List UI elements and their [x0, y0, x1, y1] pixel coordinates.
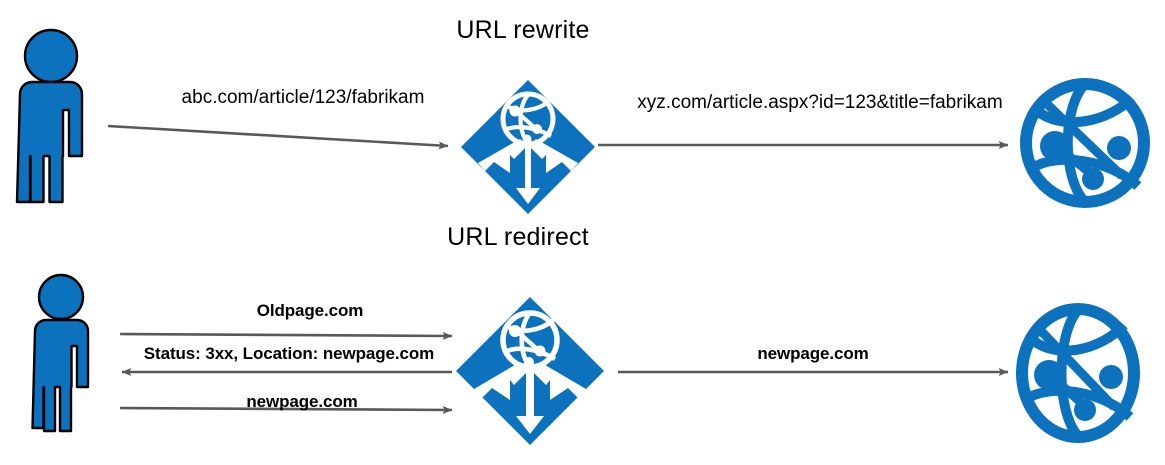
arrow-client-to-redirect-newpage	[119, 405, 453, 414]
label-rewrite-request-url: abc.com/article/123/fabrikam	[181, 87, 425, 108]
label-redirect-step3-newpage: newpage.com	[246, 392, 358, 411]
label-rewrite-forward-url: xyz.com/article.aspx?id=123&title=fabrik…	[637, 92, 1003, 113]
section-title-url-redirect: URL redirect	[447, 223, 589, 251]
arrow-client-to-redirect-request	[119, 331, 453, 340]
label-redirect-forward-newpage: newpage.com	[757, 344, 869, 363]
arrow-client-to-rewrite	[107, 124, 449, 150]
section-title-url-rewrite: URL rewrite	[456, 16, 590, 44]
label-redirect-step1-oldpage: Oldpage.com	[256, 301, 364, 320]
label-redirect-step2-status: Status: 3xx, Location: newpage.com	[143, 344, 435, 363]
